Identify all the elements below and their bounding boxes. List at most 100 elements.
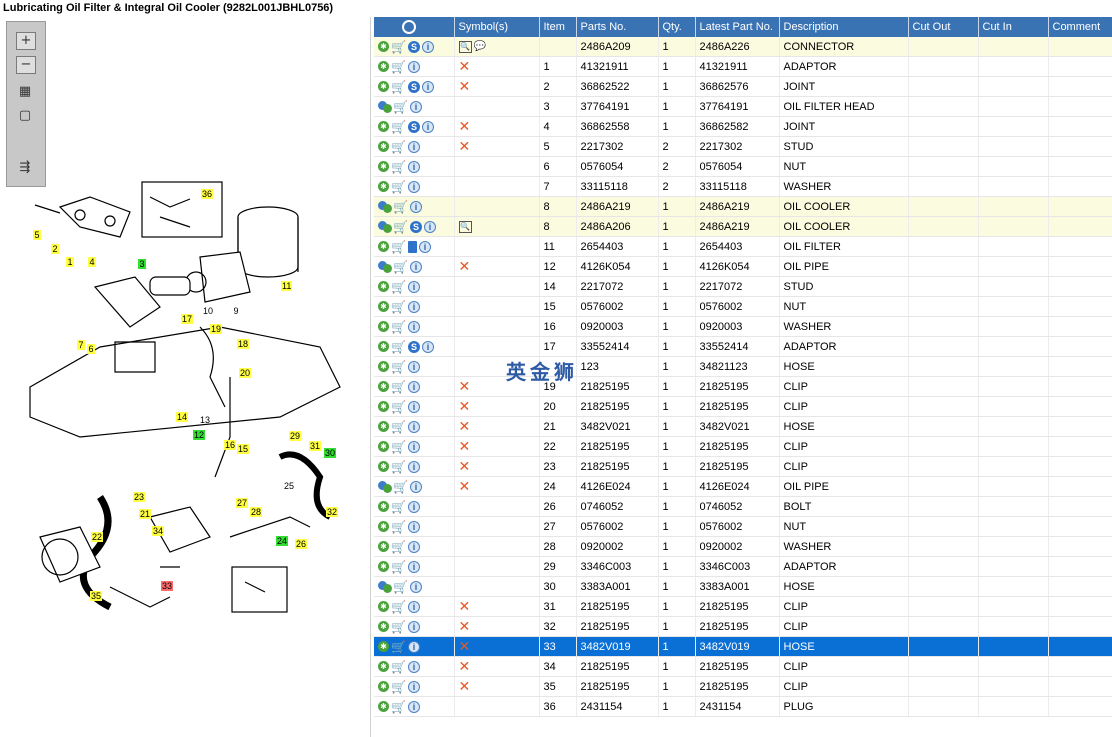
cell-cut-out[interactable] — [908, 476, 979, 497]
column-header-description[interactable]: Description — [779, 17, 909, 37]
cell-cut-out[interactable] — [908, 196, 979, 217]
part-gear-icon[interactable]: ✱ — [378, 621, 389, 633]
cell-cut-in[interactable] — [978, 37, 1049, 57]
callout-23[interactable]: 23 — [133, 492, 146, 502]
cell-cut-out[interactable] — [908, 616, 979, 637]
cell-cut-in[interactable] — [978, 56, 1049, 77]
info-icon[interactable]: i — [422, 40, 434, 53]
manual-book-icon[interactable] — [408, 240, 417, 253]
callout-35[interactable]: 35 — [90, 591, 103, 601]
assembly-gears-icon[interactable] — [378, 481, 392, 494]
callout-27[interactable]: 27 — [236, 498, 249, 508]
cell-cut-in[interactable] — [978, 496, 1049, 517]
part-gear-icon[interactable]: ✱ — [378, 321, 389, 333]
cell-cut-out[interactable] — [908, 56, 979, 77]
info-icon[interactable]: i — [408, 560, 420, 573]
info-icon[interactable]: i — [408, 300, 420, 313]
part-gear-icon[interactable]: ✱ — [378, 121, 389, 133]
add-to-cart-icon[interactable]: 🛒 — [391, 179, 406, 194]
callout-25[interactable]: 25 — [284, 481, 295, 491]
supersession-icon[interactable]: S — [408, 120, 420, 133]
cell-comment[interactable] — [1048, 596, 1112, 617]
cell-cut-out[interactable] — [908, 116, 979, 137]
part-gear-icon[interactable]: ✱ — [378, 41, 389, 53]
add-to-cart-icon[interactable]: 🛒 — [391, 59, 406, 74]
cell-cut-in[interactable] — [978, 156, 1049, 177]
add-to-cart-icon[interactable]: 🛒 — [391, 159, 406, 174]
add-to-cart-icon[interactable]: 🛒 — [391, 639, 406, 654]
assembly-gears-icon[interactable] — [378, 261, 392, 274]
cell-comment[interactable] — [1048, 37, 1112, 57]
add-to-cart-icon[interactable]: 🛒 — [391, 379, 406, 394]
supersession-icon[interactable]: S — [410, 220, 422, 233]
cell-comment[interactable] — [1048, 356, 1112, 377]
comment-bubble-icon[interactable]: 💬 — [473, 40, 486, 52]
add-to-cart-icon[interactable]: 🛒 — [391, 359, 406, 374]
remove-x-icon[interactable]: ✕ — [458, 118, 471, 135]
info-icon[interactable]: i — [410, 580, 422, 593]
cell-comment[interactable] — [1048, 236, 1112, 257]
info-icon[interactable]: i — [408, 380, 420, 393]
cell-cut-in[interactable] — [978, 176, 1049, 197]
view-detail-icon[interactable]: 🔍 — [458, 220, 472, 233]
add-to-cart-icon[interactable]: 🛒 — [391, 659, 406, 674]
callout-36[interactable]: 36 — [201, 189, 214, 199]
cell-cut-out[interactable] — [908, 696, 979, 717]
cell-comment[interactable] — [1048, 196, 1112, 217]
cell-cut-in[interactable] — [978, 116, 1049, 137]
cell-cut-in[interactable] — [978, 476, 1049, 497]
cell-cut-in[interactable] — [978, 296, 1049, 317]
cell-cut-in[interactable] — [978, 576, 1049, 597]
cell-cut-out[interactable] — [908, 336, 979, 357]
cell-cut-in[interactable] — [978, 396, 1049, 417]
add-to-cart-icon[interactable]: 🛒 — [391, 439, 406, 454]
remove-x-icon[interactable]: ✕ — [458, 138, 471, 155]
assembly-gears-icon[interactable] — [378, 101, 392, 114]
callout-15[interactable]: 15 — [237, 444, 250, 454]
info-icon[interactable]: i — [408, 400, 420, 413]
callout-7[interactable]: 7 — [77, 340, 85, 350]
part-gear-icon[interactable]: ✱ — [378, 281, 389, 293]
part-gear-icon[interactable]: ✱ — [378, 661, 389, 673]
cell-cut-in[interactable] — [978, 136, 1049, 157]
add-to-cart-icon[interactable]: 🛒 — [393, 579, 408, 594]
cell-cut-out[interactable] — [908, 676, 979, 697]
filter-magnifier-icon[interactable] — [402, 20, 416, 34]
cell-cut-in[interactable] — [978, 596, 1049, 617]
add-to-cart-icon[interactable]: 🛒 — [391, 499, 406, 514]
remove-x-icon[interactable]: ✕ — [458, 678, 471, 695]
part-gear-icon[interactable]: ✱ — [378, 541, 389, 553]
info-icon[interactable]: i — [408, 540, 420, 553]
remove-x-icon[interactable]: ✕ — [458, 458, 471, 475]
info-icon[interactable]: i — [410, 480, 422, 493]
cell-cut-in[interactable] — [978, 76, 1049, 97]
cell-cut-in[interactable] — [978, 696, 1049, 717]
cell-cut-out[interactable] — [908, 436, 979, 457]
callout-26[interactable]: 26 — [295, 539, 308, 549]
add-to-cart-icon[interactable]: 🛒 — [391, 419, 406, 434]
cell-cut-in[interactable] — [978, 456, 1049, 477]
remove-x-icon[interactable]: ✕ — [458, 618, 471, 635]
remove-x-icon[interactable]: ✕ — [458, 438, 471, 455]
part-gear-icon[interactable]: ✱ — [378, 521, 389, 533]
cell-comment[interactable] — [1048, 676, 1112, 697]
callout-19[interactable]: 19 — [210, 324, 223, 334]
info-icon[interactable]: i — [408, 500, 420, 513]
cell-cut-out[interactable] — [908, 256, 979, 277]
info-icon[interactable]: i — [408, 280, 420, 293]
part-gear-icon[interactable]: ✱ — [378, 241, 389, 253]
cell-comment[interactable] — [1048, 256, 1112, 277]
callout-32[interactable]: 32 — [326, 507, 339, 517]
cell-comment[interactable] — [1048, 76, 1112, 97]
cell-comment[interactable] — [1048, 576, 1112, 597]
